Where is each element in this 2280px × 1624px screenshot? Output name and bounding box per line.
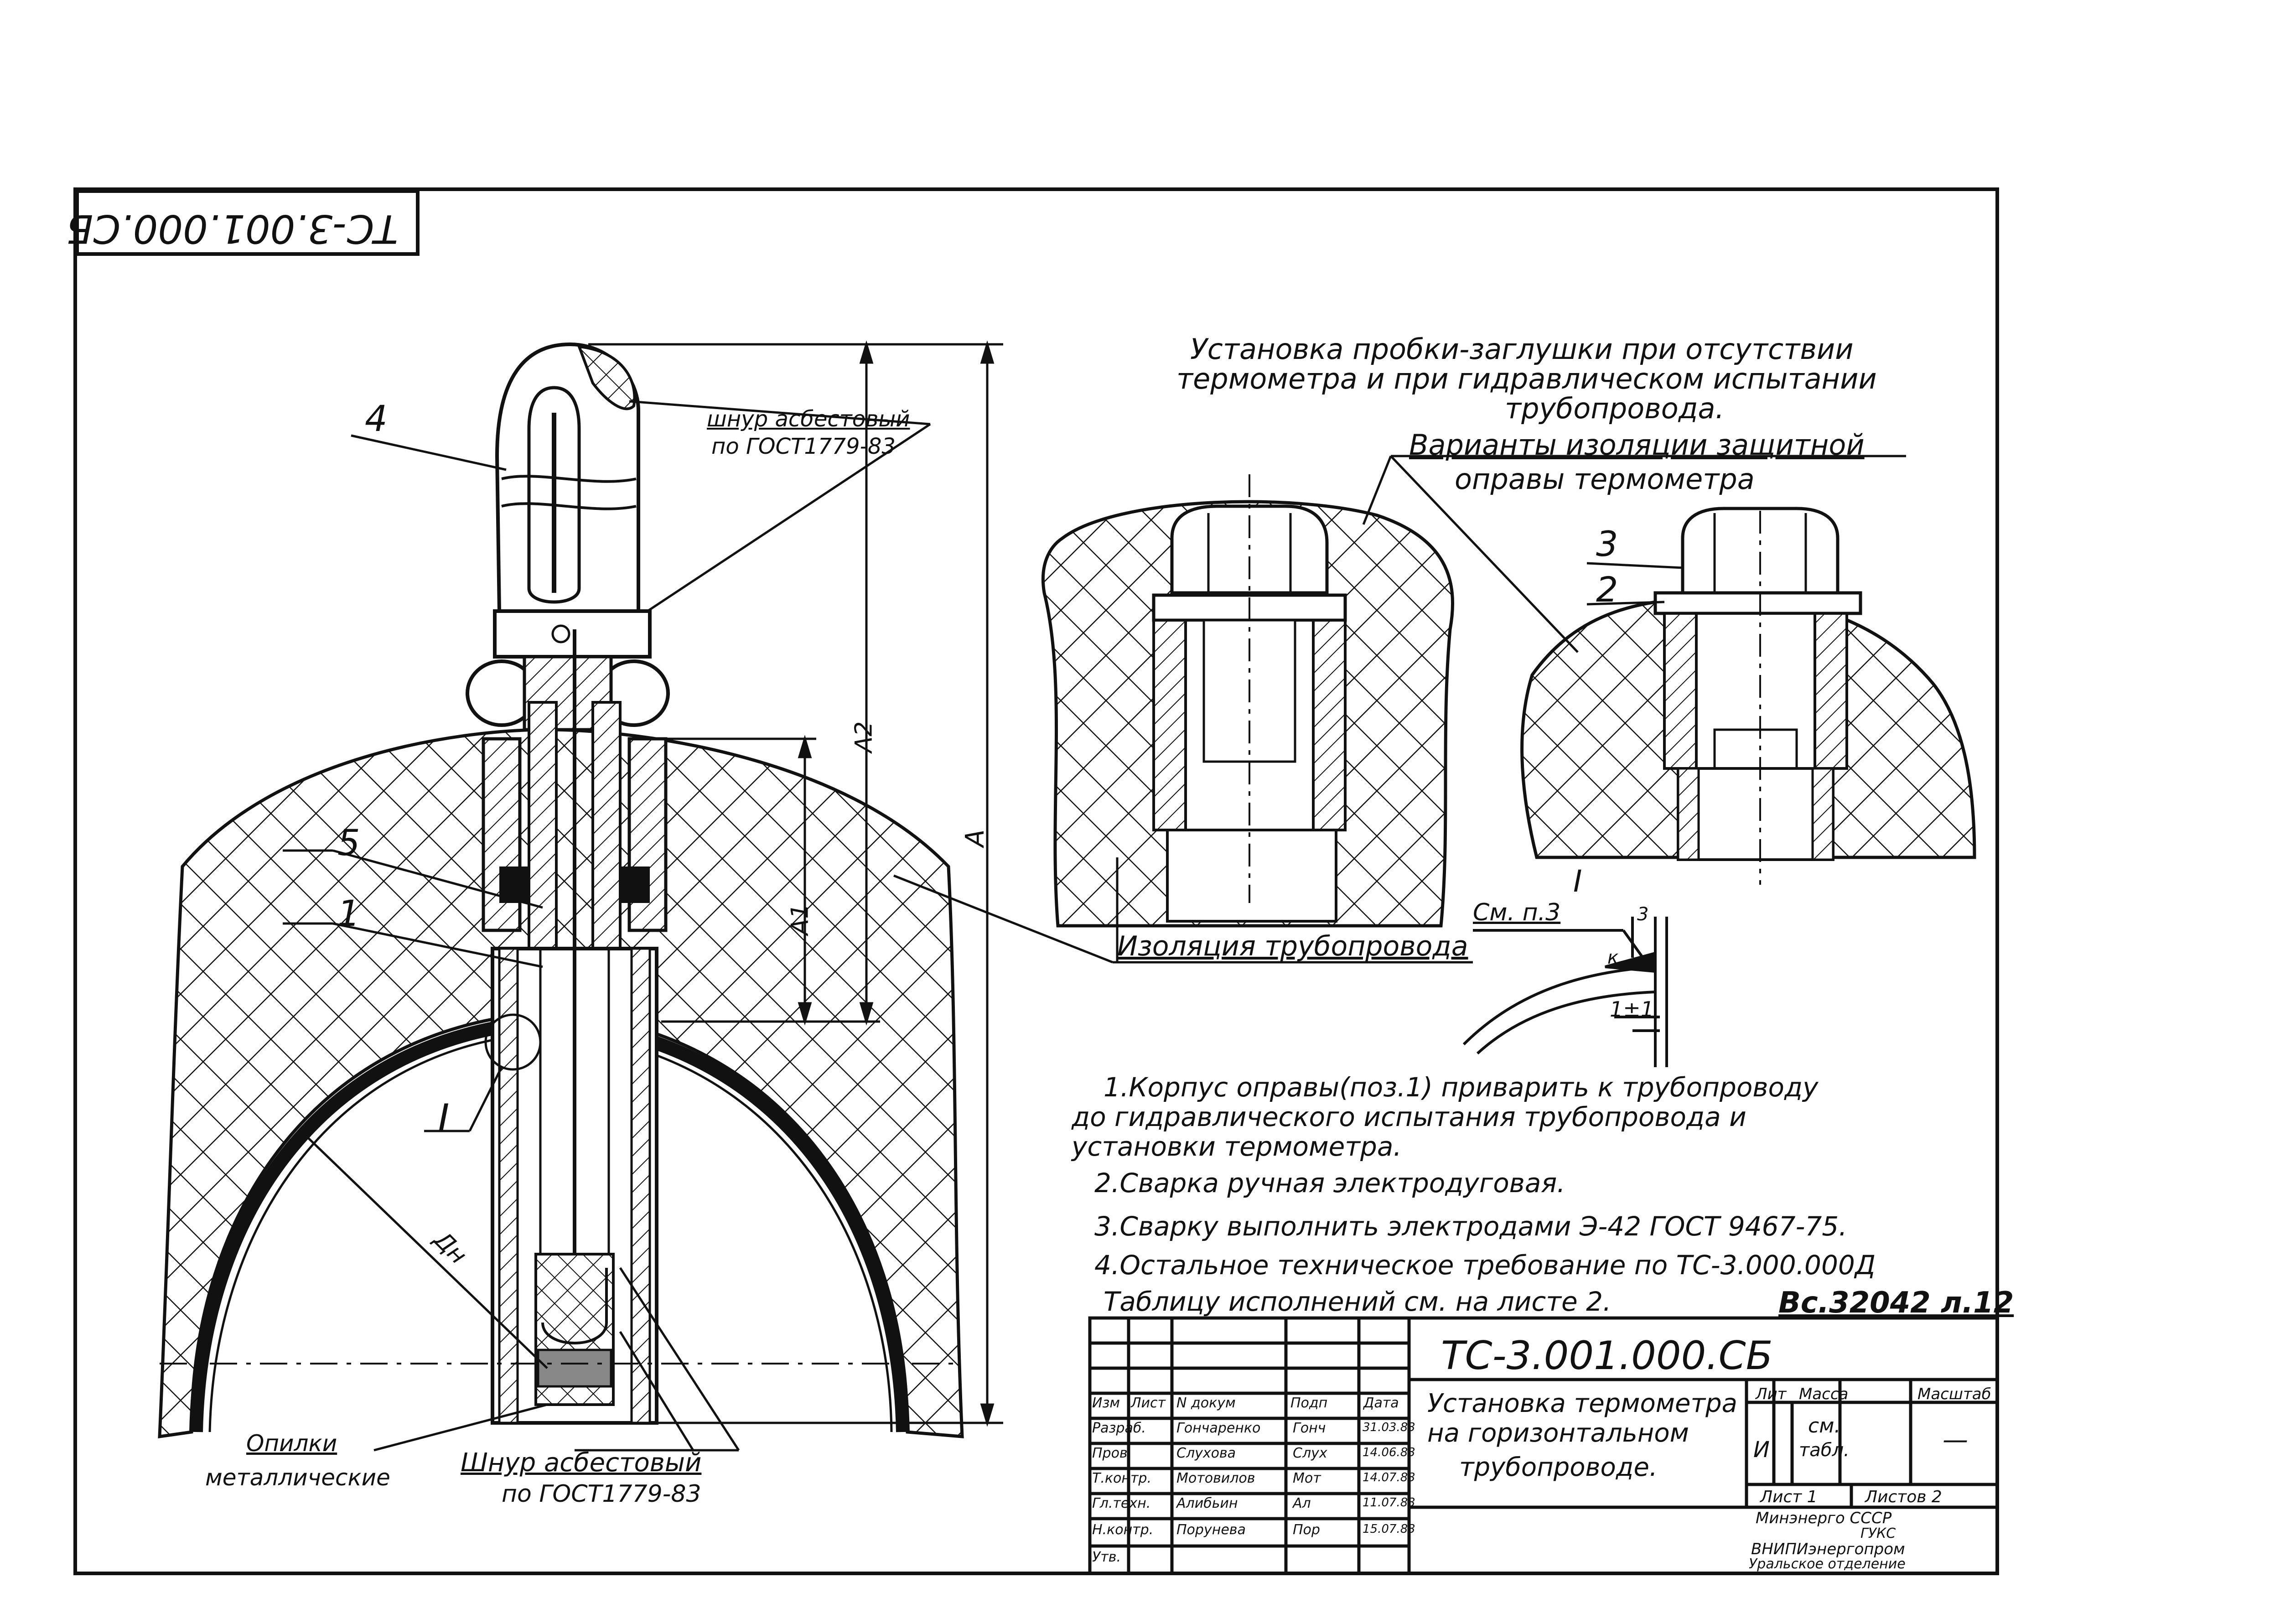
- note-line-1: 1.Корпус оправы(поз.1) приварить к трубо…: [1104, 1072, 1819, 1103]
- weld-detail: [1462, 917, 1668, 1067]
- insulation-variants-subtitle: оправы термометра: [1455, 462, 1755, 496]
- header-note-line-1: Установка пробки-заглушки при отсутствии: [1190, 332, 1854, 366]
- title-block-head-date: Дата: [1363, 1395, 1399, 1411]
- note-line-2: до гидравлического испытания трубопровод…: [1072, 1101, 1746, 1132]
- detail-see-note: См. п.3: [1473, 899, 1561, 926]
- title-block-title-3: трубопроводе.: [1459, 1453, 1658, 1482]
- title-block-code: ТС-3.001.000.СБ: [1441, 1333, 1773, 1379]
- callout-item-5: 5: [337, 823, 360, 864]
- reference-number: Вс.32042 л.12: [1778, 1286, 2014, 1320]
- row-name: Слухова: [1176, 1445, 1236, 1461]
- row-role: Гл.техн.: [1092, 1495, 1151, 1511]
- cord-bottom-line-1: Шнур асбестовый: [461, 1448, 702, 1478]
- title-block-mass-value-2: табл.: [1799, 1440, 1850, 1461]
- row-name: Алибьин: [1176, 1495, 1238, 1511]
- thermometer-assembly: [466, 342, 670, 1425]
- row-name: Мотовилов: [1176, 1470, 1255, 1486]
- row-date: 15.07.83: [1363, 1522, 1415, 1536]
- title-block-sheets: Листов 2: [1865, 1488, 1942, 1506]
- title-block-sheet: Лист 1: [1760, 1488, 1818, 1506]
- title-block-grid: [1088, 1316, 1999, 1575]
- insulation-variants-title: Варианты изоляции защитной: [1409, 428, 1865, 462]
- cord-top-line-1: шнур асбестовый: [707, 406, 910, 432]
- callout-item-3: 3: [1596, 524, 1618, 564]
- title-block-title-2: на горизонтальном: [1427, 1418, 1689, 1448]
- row-sign: Пор: [1293, 1522, 1320, 1538]
- dimension-A2: A2: [850, 721, 878, 753]
- note-line-3: установки термометра.: [1072, 1131, 1402, 1162]
- rotated-code-stamp: ТС-3.001.000.СБ: [66, 189, 420, 256]
- title-block-org-3: ВНИПИэнергопром: [1751, 1540, 1905, 1558]
- title-block-org-4: Уральское отделение: [1749, 1556, 1906, 1572]
- title-block-lit-header: Лит: [1756, 1385, 1787, 1403]
- rotated-code-text: ТС-3.001.000.СБ: [66, 206, 398, 251]
- title-block-title-1: Установка термометра: [1427, 1389, 1737, 1418]
- title-block-scale-header: Масштаб: [1917, 1385, 1991, 1403]
- leaders-main: [283, 400, 1113, 1452]
- header-note-line-3: трубопровода.: [1505, 392, 1725, 425]
- title-block-head-list: Лист: [1131, 1395, 1166, 1411]
- title-block-mass-value-1: см.: [1808, 1414, 1841, 1437]
- row-name: Гончаренко: [1176, 1420, 1261, 1436]
- callout-view-I: I: [438, 1096, 450, 1141]
- detail-gap: 1±1: [1610, 997, 1654, 1022]
- row-role: Н.контр.: [1092, 1522, 1154, 1538]
- note-line-7: Таблицу исполнений см. на листе 2.: [1104, 1286, 1612, 1317]
- title-block-head-sign: Подп: [1290, 1395, 1328, 1411]
- row-date: 14.06.83: [1363, 1446, 1415, 1459]
- title-block-scale-value: —: [1943, 1425, 1968, 1455]
- detail-dim-k: к: [1607, 947, 1619, 968]
- row-role: Разраб.: [1092, 1420, 1146, 1436]
- dimensions: [300, 340, 1003, 1427]
- dimension-A: A: [960, 829, 990, 847]
- title-block-head-izm: Изм: [1092, 1395, 1120, 1411]
- leaders-variants: [1113, 455, 1906, 964]
- title-block-org-2: ГУКС: [1860, 1525, 1896, 1541]
- callout-item-1: 1: [337, 893, 360, 934]
- filings-line-1: Опилки: [246, 1430, 337, 1457]
- note-line-6: 4.Остальное техническое требование по ТС…: [1094, 1250, 1876, 1281]
- filings-line-2: металлические: [205, 1464, 390, 1491]
- callout-item-4: 4: [365, 399, 388, 440]
- row-date: 31.03.83: [1363, 1421, 1415, 1434]
- row-role: Т.контр.: [1092, 1470, 1152, 1486]
- title-block-lit-value: И: [1753, 1437, 1770, 1463]
- callout-item-2: 2: [1596, 569, 1618, 610]
- row-name: Порунева: [1176, 1522, 1246, 1538]
- detail-dim-3: 3: [1637, 904, 1649, 925]
- title-block-mass-header: Масса: [1799, 1385, 1849, 1403]
- note-line-5: 3.Сварку выполнить электродами Э-42 ГОСТ…: [1094, 1211, 1847, 1242]
- row-date: 14.07.83: [1363, 1471, 1415, 1484]
- detail-I-label: I: [1573, 864, 1582, 899]
- row-sign: Гонч: [1293, 1420, 1326, 1436]
- title-block-org-1: Минэнерго СССР: [1756, 1509, 1892, 1527]
- pipe-insulation-label: Изоляция трубопровода: [1117, 930, 1468, 962]
- cord-top-line-2: по ГОСТ1779-83: [711, 434, 896, 459]
- insulation-variant-1: [1041, 474, 1454, 928]
- row-role: Утв.: [1092, 1549, 1121, 1565]
- row-sign: Слух: [1293, 1445, 1327, 1461]
- insulation-variant-2: [1520, 507, 1976, 885]
- row-role: Пров.: [1092, 1445, 1132, 1461]
- row-date: 11.07.83: [1363, 1496, 1415, 1510]
- row-sign: Ал: [1293, 1495, 1311, 1511]
- title-block-head-doc: N докум: [1176, 1395, 1236, 1411]
- note-line-4: 2.Сварка ручная электродуговая.: [1094, 1167, 1565, 1199]
- header-note-line-2: термометра и при гидравлическом испытани…: [1176, 362, 1877, 395]
- cord-bottom-line-2: по ГОСТ1779-83: [502, 1480, 701, 1508]
- dimension-A1: A1: [786, 903, 814, 935]
- row-sign: Мот: [1293, 1470, 1321, 1486]
